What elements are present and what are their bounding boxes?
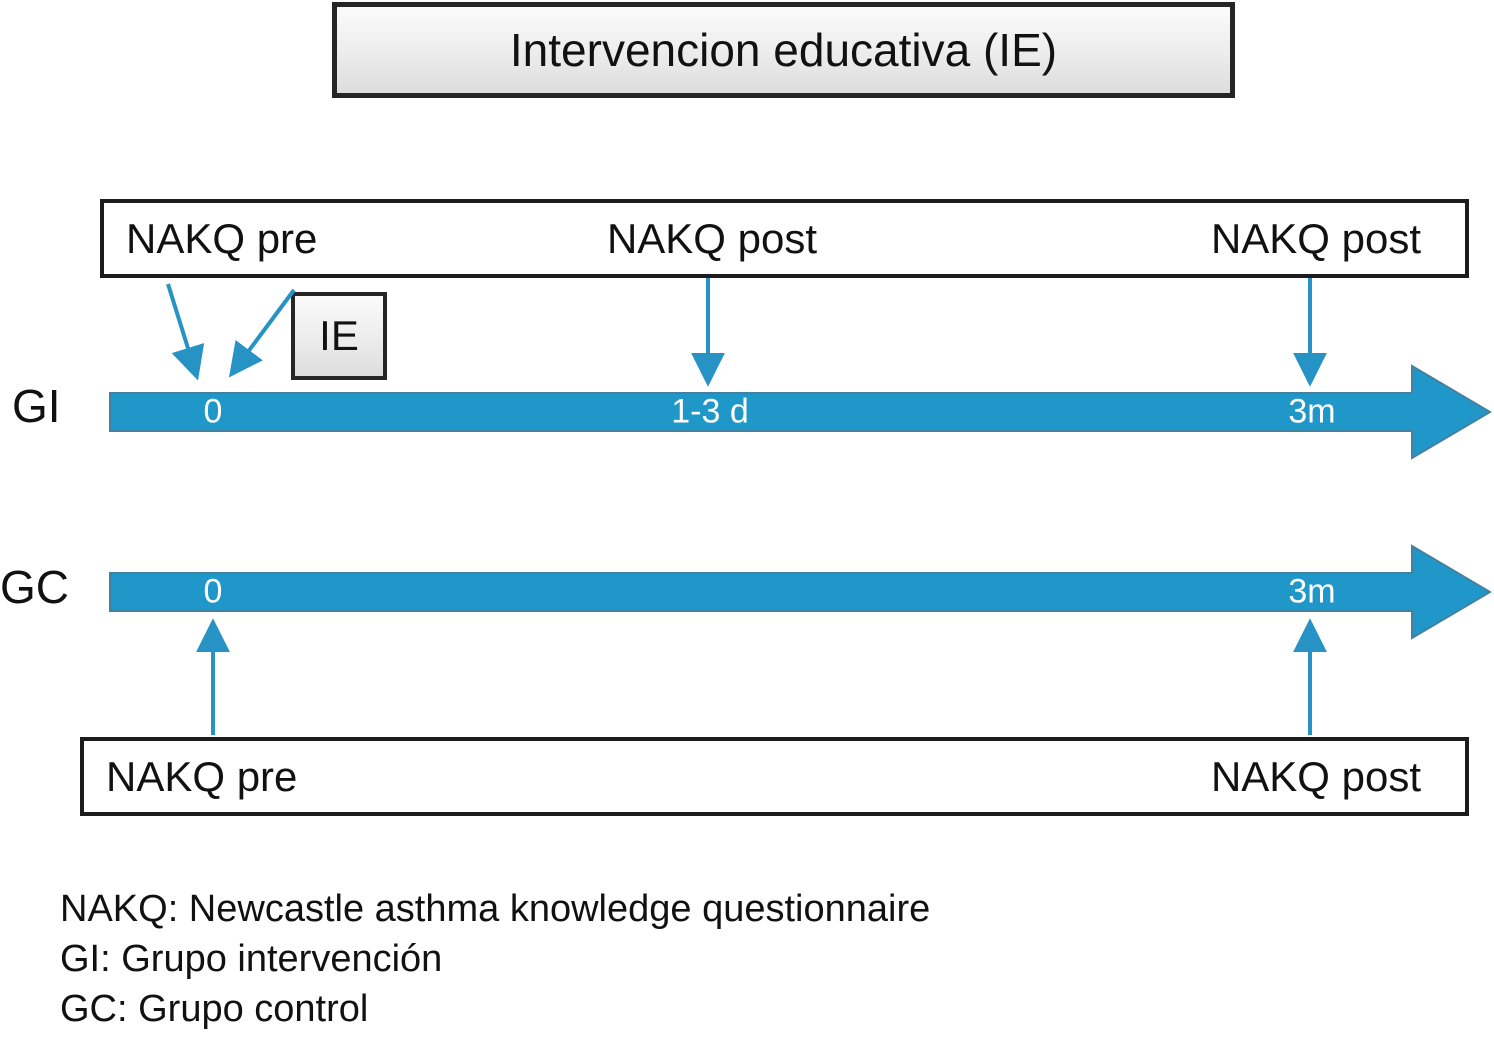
ie-box: IE (291, 292, 387, 380)
arrow-ie-to-gi0 (228, 288, 296, 378)
diagram-title: Intervencion educativa (IE) (509, 24, 1058, 76)
gc-group-label: GC (0, 561, 69, 613)
gc-measurements-box: NAKQ pre NAKQ post (80, 737, 1469, 816)
gi-measurements-box: NAKQ pre NAKQ post NAKQ post (100, 199, 1469, 278)
gi-nakq-pre-label: NAKQ pre (126, 214, 318, 262)
gc-timepoint-0: 0 (203, 572, 223, 611)
gc-timepoint-3m: 3m (1288, 572, 1336, 611)
legend-line-nakq: NAKQ: Newcastle asthma knowledge questio… (60, 888, 931, 930)
gc-nakq-pre-label: NAKQ pre (106, 752, 298, 800)
gi-timepoint-3m: 3m (1288, 392, 1336, 431)
title-box: Intervencion educativa (IE) (332, 2, 1235, 98)
legend-line-gc: GC: Grupo control (60, 988, 369, 1030)
gi-nakq-post-right-label: NAKQ post (1210, 214, 1422, 262)
gi-timepoint-1-3d: 1-3 d (671, 392, 749, 431)
legend: NAKQ: Newcastle asthma knowledge questio… (60, 884, 930, 1034)
gc-timeline-arrow (109, 544, 1492, 640)
gi-timepoint-0: 0 (203, 392, 223, 431)
gi-group-label: GI (12, 380, 61, 432)
gi-nakq-post-mid-label: NAKQ post (606, 214, 818, 262)
ie-label: IE (319, 312, 359, 359)
gc-nakq-post-label: NAKQ post (1210, 752, 1422, 800)
arrow-nakqpre-to-gi0 (166, 283, 205, 381)
legend-line-gi: GI: Grupo intervención (60, 938, 443, 980)
